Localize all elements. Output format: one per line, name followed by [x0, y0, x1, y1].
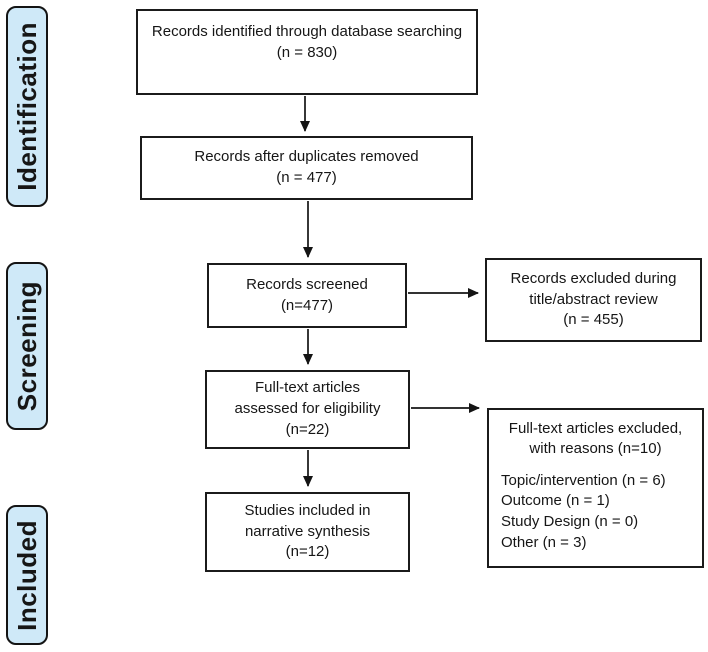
stage-label-identification: Identification — [6, 6, 48, 207]
box-records-identified: Records identified through database sear… — [136, 9, 478, 95]
box-duplicates-removed-count: (n = 477) — [276, 169, 337, 186]
box-duplicates-removed: Records after duplicates removed (n = 47… — [140, 136, 473, 200]
box-studies-included-line1: Studies included in — [244, 501, 371, 519]
box-fulltext-assessed-count: (n=22) — [285, 420, 330, 438]
exclusion-reason-item: Outcome (n = 1) — [501, 492, 610, 510]
exclusion-reason-item: Other (n = 3) — [501, 533, 587, 551]
box-studies-included-count: (n=12) — [285, 543, 330, 561]
stage-label-screening: Screening — [6, 262, 48, 430]
box-records-excluded-line2: title/abstract review — [529, 290, 658, 308]
box-records-screened-line1: Records screened — [246, 275, 368, 293]
box-studies-included: Studies included in narrative synthesis … — [205, 492, 410, 572]
exclusion-reason-item: Study Design (n = 0) — [501, 512, 639, 530]
stage-label-identification-text: Identification — [11, 22, 42, 191]
stage-label-included: Included — [6, 505, 48, 645]
box-fulltext-excluded-heading: Full-text articles excluded, with reason… — [509, 419, 682, 459]
box-studies-included-line2: narrative synthesis — [244, 522, 371, 540]
box-records-identified-line1: Records identified through database sear… — [151, 23, 463, 40]
box-fulltext-assessed-line1: Full-text articles — [254, 379, 361, 397]
box-records-identified-count: (n = 830) — [276, 43, 338, 61]
box-duplicates-removed-line1: Records after duplicates removed — [194, 148, 419, 166]
exclusion-reason-list: Topic/intervention (n = 6) Outcome (n = … — [501, 471, 690, 554]
stage-label-screening-text: Screening — [11, 280, 42, 412]
box-records-excluded-count: (n = 455) — [563, 311, 624, 329]
box-records-screened: Records screened (n=477) — [207, 263, 407, 328]
box-fulltext-excluded-heading-line2: with reasons (n=10) — [529, 439, 662, 457]
box-records-excluded-line1: Records excluded during — [510, 269, 677, 287]
box-records-screened-count: (n=477) — [280, 296, 334, 314]
box-fulltext-excluded: Full-text articles excluded, with reason… — [487, 408, 704, 568]
box-fulltext-assessed: Full-text articles assessed for eligibil… — [205, 370, 410, 449]
box-records-excluded-title-abstract: Records excluded during title/abstract r… — [485, 258, 702, 342]
stage-label-included-text: Included — [11, 519, 42, 631]
box-fulltext-excluded-heading-line1: Full-text articles excluded, — [508, 420, 683, 437]
box-fulltext-assessed-line2: assessed for eligibility — [234, 400, 381, 418]
exclusion-reason-item: Topic/intervention (n = 6) — [501, 471, 666, 489]
